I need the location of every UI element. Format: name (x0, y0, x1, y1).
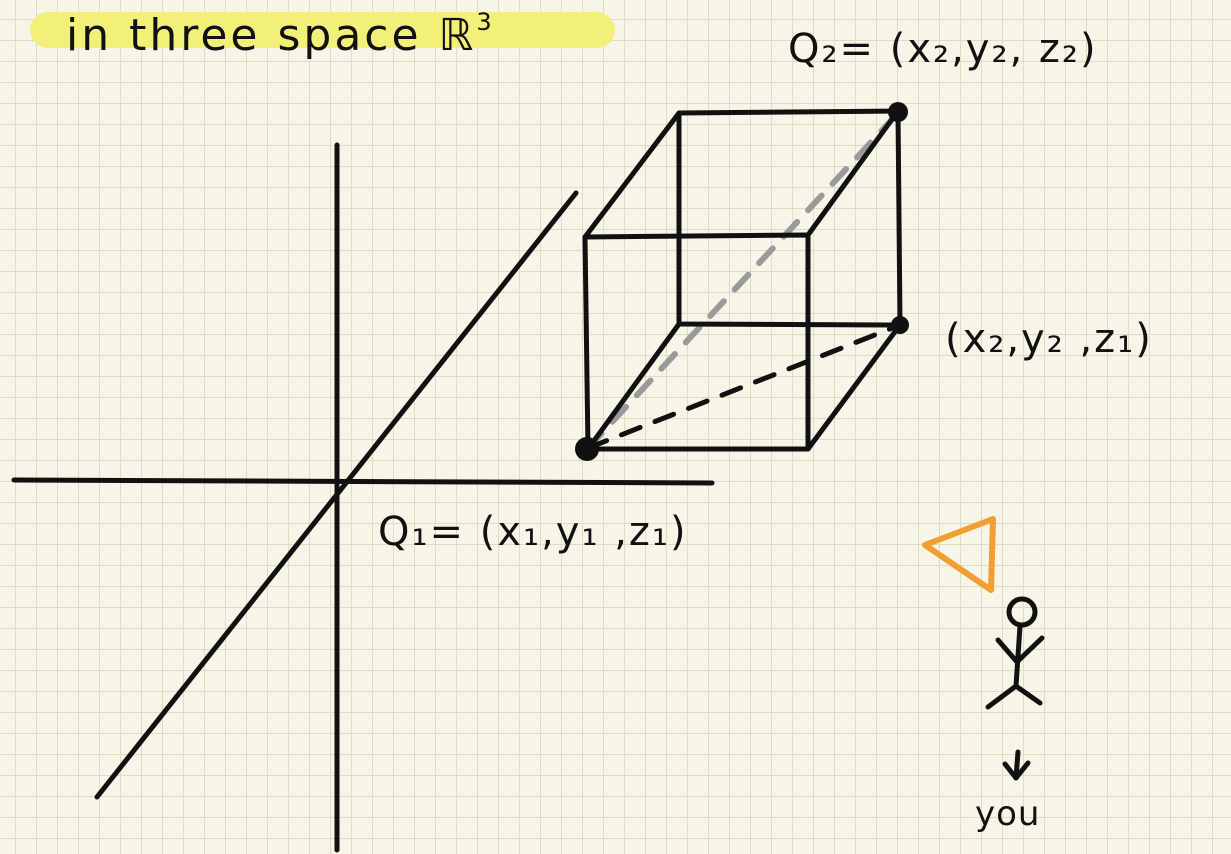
label-q1: Q₁= (x₁,y₁ ,z₁) (378, 509, 688, 555)
floor-diagonal (585, 322, 903, 451)
label-q2: Q₂= (x₂,y₂, z₂) (788, 26, 1098, 72)
box-edge-bottom-left (585, 321, 682, 452)
space-diagonal (585, 110, 901, 451)
point-q2 (888, 102, 908, 122)
title-highlight (30, 12, 615, 48)
box-edge-bottom-right (805, 322, 903, 452)
y-axis (94, 190, 579, 800)
triangle-icon (922, 516, 996, 593)
point-corner (891, 316, 909, 334)
arrow-down-icon (1002, 749, 1031, 781)
stick-figure-head (1006, 596, 1038, 628)
title: in three space ℝ3 (66, 8, 495, 61)
point-q1 (575, 437, 599, 461)
box-edge-top-left (582, 110, 682, 240)
box-edge-top-right (805, 108, 901, 238)
stick-figure-legs (985, 683, 1043, 710)
stick-figure-arms (995, 635, 1045, 665)
stick-figure-icon (985, 596, 1045, 710)
title-exponent: 3 (476, 8, 494, 36)
label-corner: (x₂,y₂ ,z₁) (945, 316, 1153, 362)
label-you: you (975, 794, 1040, 834)
x-axis (11, 477, 715, 486)
title-text: in three space ℝ (66, 10, 476, 61)
stick-figure-body (1013, 623, 1023, 689)
coordinate-axes (11, 142, 715, 853)
